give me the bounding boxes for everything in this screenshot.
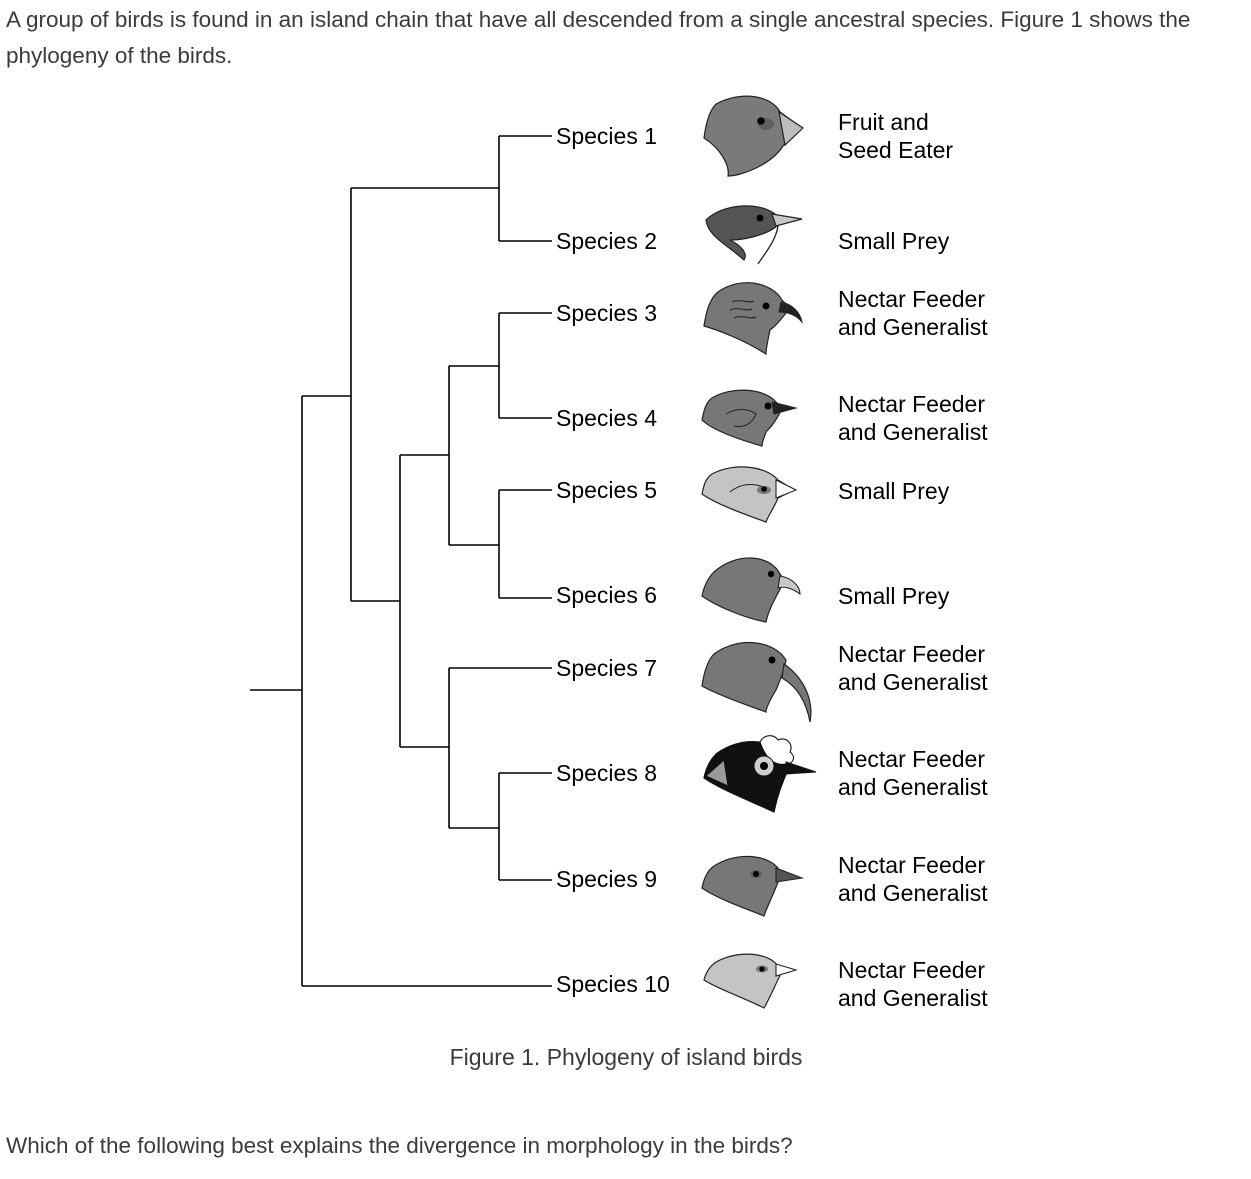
species-7-diet-line-2: and Generalist [838, 669, 988, 695]
species-3-label: Species 3 [556, 300, 657, 326]
species-4-diet-line-2: and Generalist [838, 419, 988, 445]
species-10-label: Species 10 [556, 971, 670, 997]
intro-text: A group of birds is found in an island c… [6, 7, 1191, 68]
species-8-diet-line-1: Nectar Feeder [838, 746, 985, 772]
species-3-diet-line-2: and Generalist [838, 314, 988, 340]
light-head-icon [703, 953, 798, 1009]
finch-head-icon [703, 95, 804, 177]
species-9-label: Species 9 [556, 866, 657, 892]
species-6-label: Species 6 [556, 582, 657, 608]
figure-caption: Figure 1. Phylogeny of island birds [450, 1044, 803, 1070]
species-8-label: Species 8 [556, 760, 657, 786]
species-3-diet-line-1: Nectar Feeder [838, 286, 985, 312]
crested-head-icon [703, 735, 817, 813]
species-8-diet-line-2: and Generalist [838, 774, 988, 800]
species-10-diet-line-2: and Generalist [838, 985, 988, 1011]
species-9-diet-line-2: and Generalist [838, 880, 988, 906]
hooked-bill-head-icon [701, 557, 801, 623]
species-7-label: Species 7 [556, 655, 657, 681]
question-text: Which of the following best explains the… [6, 1133, 793, 1158]
species-5-diet-line-1: Small Prey [838, 478, 950, 504]
species-6-diet-line-1: Small Prey [838, 583, 950, 609]
species-1-diet-line-1: Fruit and [838, 109, 929, 135]
species-9-diet-line-1: Nectar Feeder [838, 852, 985, 878]
curved-bill-head-icon [703, 282, 803, 356]
phylogeny-tree [250, 135, 552, 987]
species-5-label: Species 5 [556, 477, 657, 503]
species-10-diet-line-1: Nectar Feeder [838, 957, 985, 983]
species-2-label: Species 2 [556, 228, 657, 254]
pointed-bill-head-icon [701, 855, 805, 917]
species-1-diet-line-2: Seed Eater [838, 137, 953, 163]
species-1-label: Species 1 [556, 123, 657, 149]
species-4-diet-line-1: Nectar Feeder [838, 391, 985, 417]
short-bill-head-icon [701, 389, 798, 447]
species-7-diet-line-1: Nectar Feeder [838, 641, 985, 667]
species-2-diet-line-1: Small Prey [838, 228, 950, 254]
pale-head-icon [701, 466, 798, 523]
long-curved-bill-head-icon [701, 641, 812, 723]
species-4-label: Species 4 [556, 405, 657, 431]
warbler-head-icon [705, 205, 803, 265]
